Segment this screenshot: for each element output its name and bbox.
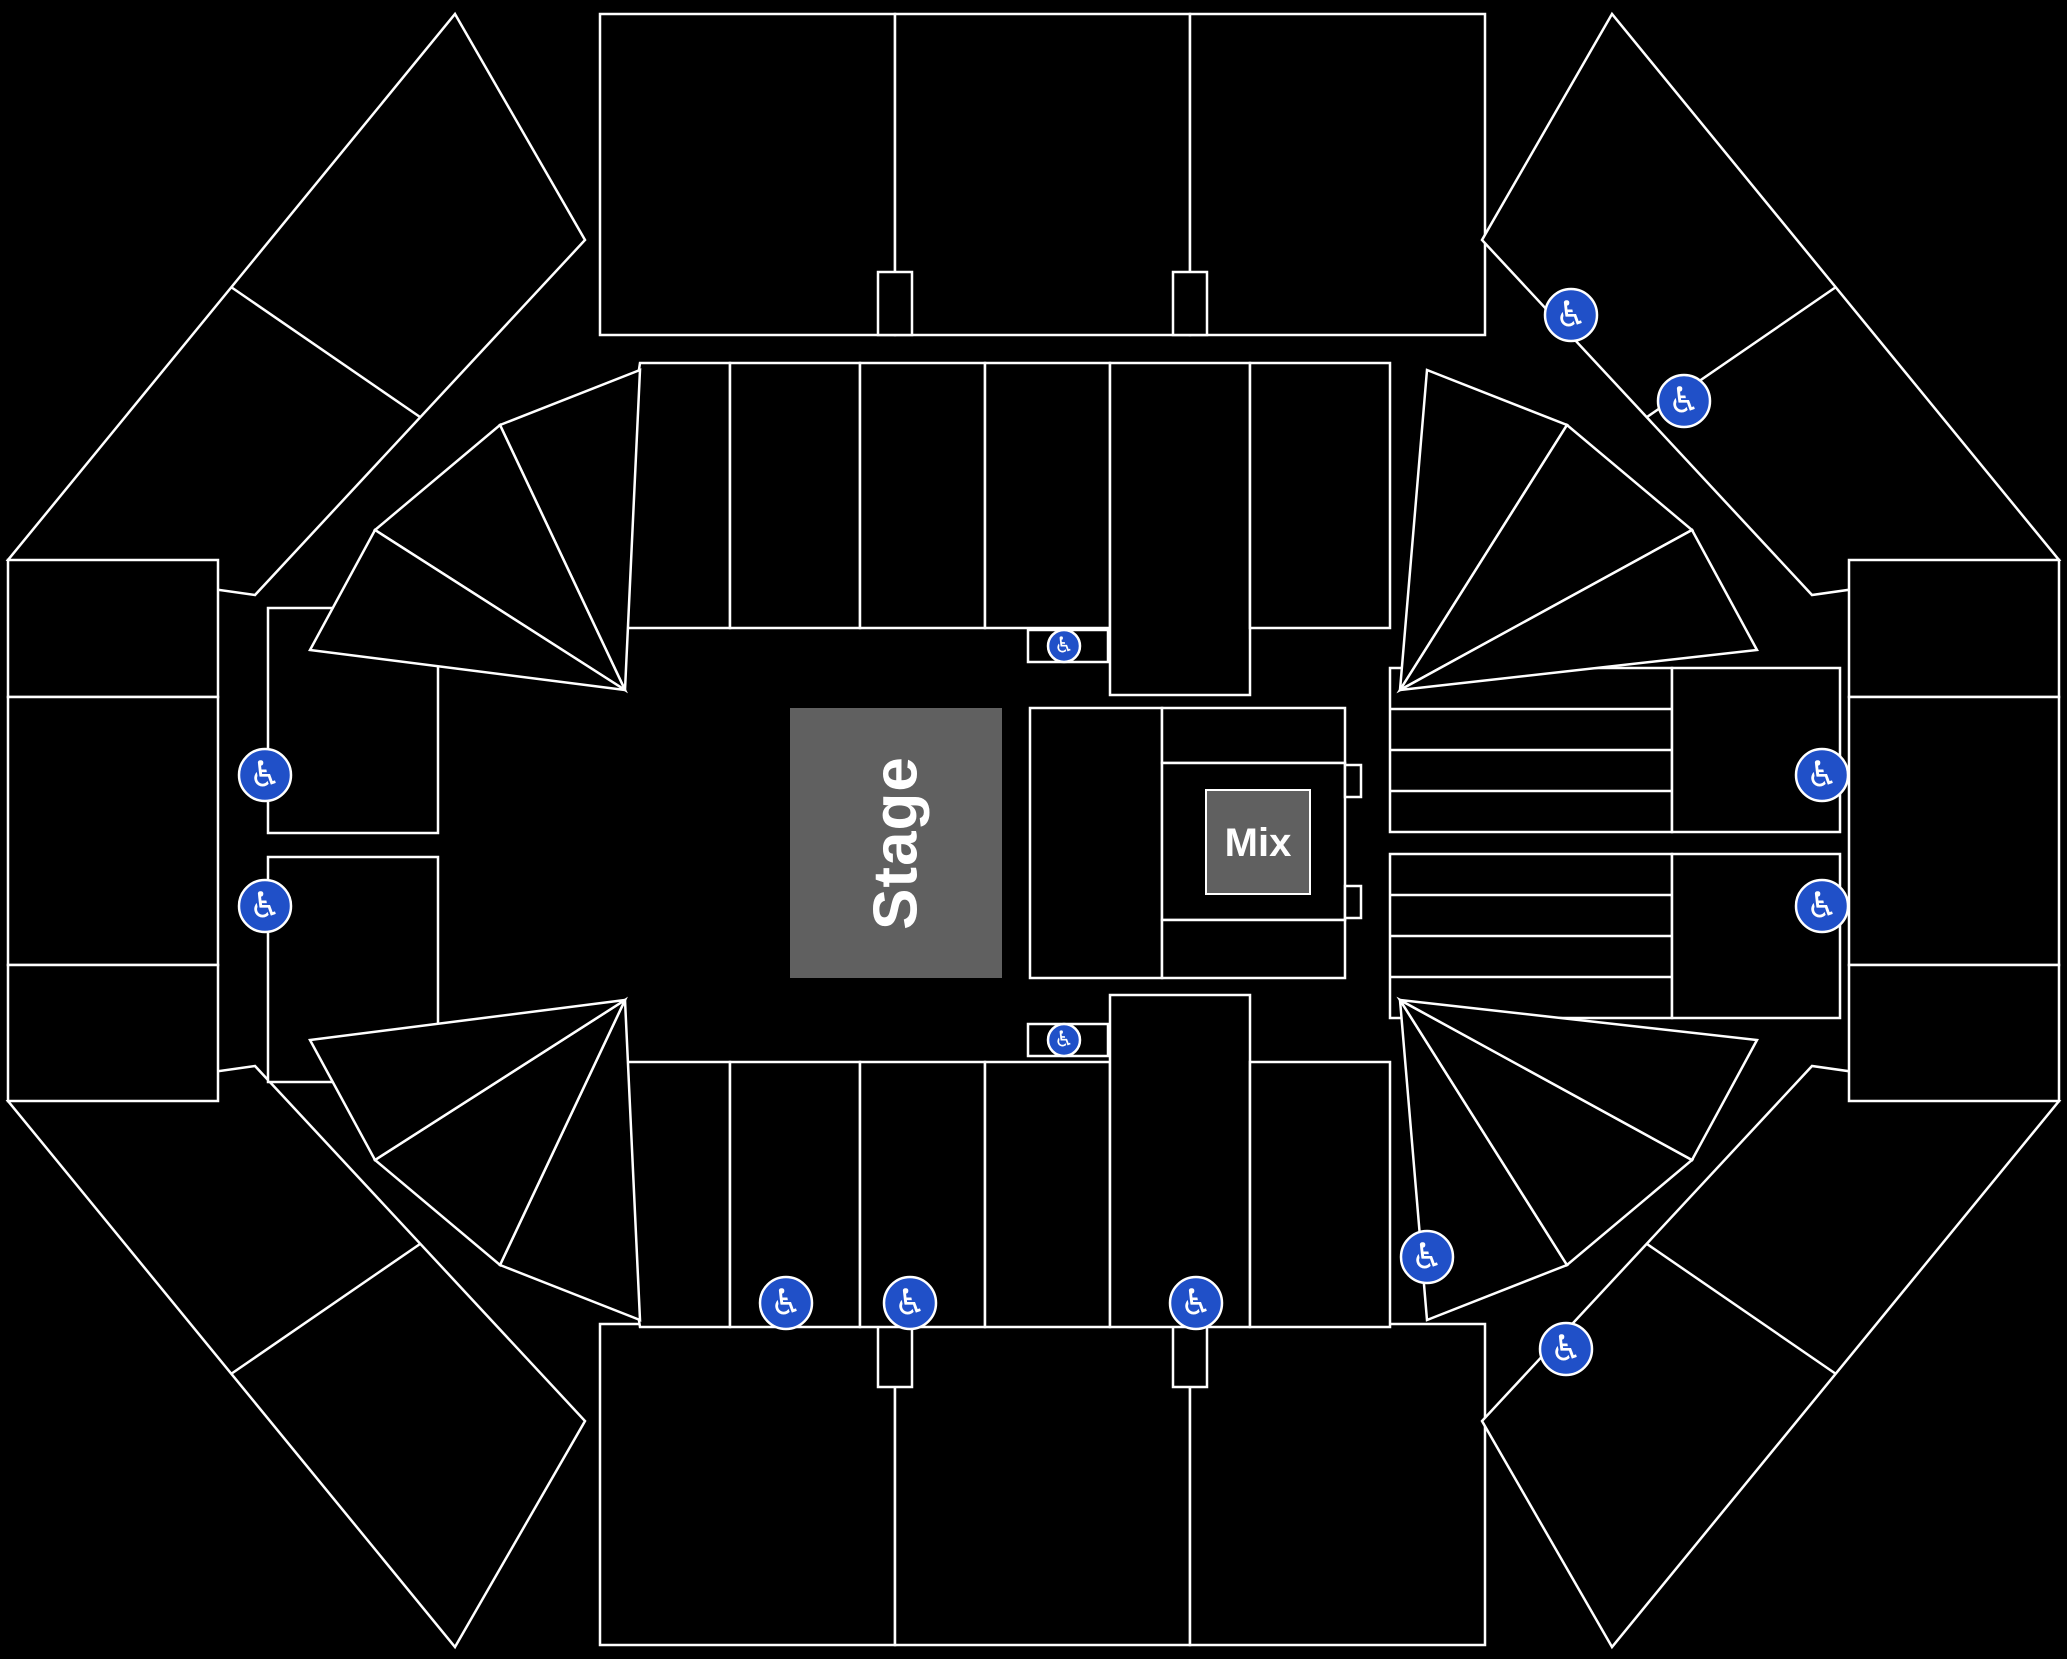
section-fan-wedge[interactable] [1399,998,1759,1162]
wheelchair-icon[interactable]: ♿ [1538,1321,1594,1377]
wheelchair-icon-circle [1794,878,1850,934]
wheelchair-glyph: ♿ [1411,1237,1443,1278]
stage [790,708,1002,978]
mix-area [1205,789,1311,895]
section-outer-left-mid[interactable] [6,695,220,967]
wheelchair-icon[interactable]: ♿ [237,878,293,934]
wheelchair-icon-circle [758,1275,814,1331]
section-corner-bottom-right[interactable] [1480,1064,2062,1650]
wheelchair-icon-circle [1046,1022,1082,1058]
accessible-icons-layer: ♿ ♿ ♿ ♿ ♿ ♿ ♿ ♿ ♿ ♿ ♿ ♿ ♿ [237,287,1850,1377]
wheelchair-icon-circle [237,878,293,934]
wheelchair-icon-circle [882,1275,938,1331]
outer-ring-right [1847,558,2061,1103]
section-inner-top-6[interactable] [1248,361,1392,630]
wheelchair-glyph: ♿ [1550,1329,1582,1370]
outer-ring-left [6,558,220,1103]
section-floor-left[interactable] [1028,706,1164,980]
wheelchair-icon[interactable]: ♿ [1046,628,1082,664]
wheelchair-icon-circle [1538,1321,1594,1377]
wheelchair-icon[interactable]: ♿ [1794,878,1850,934]
section-inner-top-2[interactable] [728,361,862,630]
wheelchair-icon[interactable]: ♿ [1794,747,1850,803]
section-inner-bottom-4[interactable] [983,1060,1112,1329]
section-floor-top[interactable] [1160,706,1347,765]
outer-ring-bottom [598,1322,1487,1647]
wheelchair-glyph: ♿ [894,1283,926,1324]
section-inner-top-3[interactable] [858,361,987,630]
wheelchair-glyph: ♿ [1180,1283,1212,1324]
fan-top-right [1396,368,1759,694]
wheelchair-icon[interactable]: ♿ [1399,1229,1455,1285]
section-upper-top-left[interactable] [598,12,897,337]
section-outer-right-mid[interactable] [1847,695,2061,967]
wheelchair-glyph: ♿ [249,886,281,927]
wheelchair-icon[interactable]: ♿ [882,1275,938,1331]
wheelchair-icon[interactable]: ♿ [758,1275,814,1331]
wheelchair-glyph: ♿ [249,755,281,796]
wheelchair-glyph: ♿ [770,1283,802,1324]
wheelchair-icon[interactable]: ♿ [1168,1275,1224,1331]
wheelchair-icon[interactable]: ♿ [1046,1022,1082,1058]
inner-ring-top [598,361,1392,697]
section-lower-bottom-center[interactable] [893,1322,1192,1647]
wheelchair-icon-circle [1168,1275,1224,1331]
section-inner-top-5[interactable] [1108,361,1252,697]
vomitory-top-1 [876,270,914,337]
section-upper-top-center[interactable] [893,12,1192,337]
wheelchair-icon-circle [237,747,293,803]
wheelchair-glyph: ♿ [1668,381,1700,422]
wheelchair-icon-circle [1543,287,1599,343]
wheelchair-icon[interactable]: ♿ [1543,287,1599,343]
stage-label: Stage [862,756,931,930]
wheelchair-icon-circle [1656,373,1712,429]
mix-label: Mix [1225,821,1292,865]
wheelchair-glyph: ♿ [1054,634,1074,659]
wheelchair-glyph: ♿ [1054,1028,1074,1053]
section-fan-wedge[interactable] [308,998,626,1162]
wheelchair-icon[interactable]: ♿ [237,747,293,803]
inner-ring-bottom [598,993,1392,1329]
outer-ring-top [598,12,1487,337]
section-inner-bottom-5[interactable] [1108,993,1252,1329]
vomitory-bottom-2 [1171,1322,1209,1389]
section-divider [1646,1242,1837,1376]
fan-top-left [308,368,642,694]
section-corner-top-left[interactable] [5,11,587,597]
section-outer-left-bottom[interactable] [6,963,220,1103]
wheelchair-glyph: ♿ [1806,886,1838,927]
section-corner-bottom-left[interactable] [5,1064,587,1650]
floor-tab-top [1343,763,1363,799]
wheelchair-glyph: ♿ [1555,295,1587,336]
section-fan-wedge[interactable] [1399,528,1759,692]
section-corner-top-right[interactable] [1480,11,2062,597]
floor: Stage Mix [790,628,1363,1058]
wheelchair-icon-circle [1399,1229,1455,1285]
inner-ring-left [266,606,440,1084]
section-upper-top-right[interactable] [1188,12,1487,337]
section-inner-bottom-6[interactable] [1248,1060,1392,1329]
wheelchair-glyph: ♿ [1806,755,1838,796]
vomitory-top-2 [1171,270,1209,337]
section-outer-right-top[interactable] [1847,558,2061,699]
section-floor-bottom[interactable] [1160,918,1347,980]
outer-corners [5,11,2062,1650]
section-divider [230,1242,421,1376]
section-fan-wedge[interactable] [308,528,626,692]
section-outer-right-bottom[interactable] [1847,963,2061,1103]
section-lower-bottom-right[interactable] [1188,1322,1487,1647]
floor-tab-bottom [1343,884,1363,920]
vomitory-bottom-1 [876,1322,914,1389]
wheelchair-icon[interactable]: ♿ [1656,373,1712,429]
wheelchair-icon-circle [1794,747,1850,803]
section-divider [230,285,421,419]
section-inner-top-4[interactable] [983,361,1112,630]
section-mid-right-bottom[interactable] [1670,852,1842,1020]
section-outer-left-top[interactable] [6,558,220,699]
section-lower-bottom-left[interactable] [598,1322,897,1647]
wheelchair-icon-circle [1046,628,1082,664]
inner-ring-right [1388,666,1842,1020]
fan-bottom-left [308,996,642,1322]
